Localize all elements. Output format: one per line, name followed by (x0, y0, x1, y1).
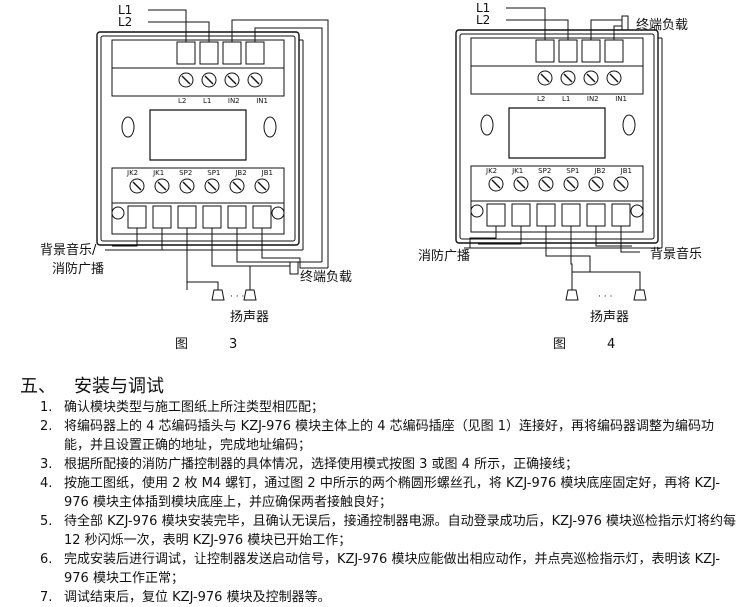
fig3-bottom-terminal-labels: JK2 JK1 SP2 SP1 JB2 JB1 (127, 169, 273, 177)
fig4-bg-music-label: 背景音乐 (650, 247, 703, 262)
terminal-label: L2 (537, 95, 546, 103)
fig4-l1-label: L1 (476, 1, 491, 15)
terminal-label: JB2 (594, 167, 606, 175)
terminal-label: JK1 (512, 167, 524, 175)
list-item: 1. 确认模块类型与施工图纸上所注类型相匹配； (40, 398, 740, 417)
terminal-label: SP2 (179, 169, 193, 177)
step-text: 确认模块类型与施工图纸上所注类型相匹配； (64, 400, 325, 415)
terminal-label: JB1 (261, 169, 273, 177)
fig4-speaker-dots: · · · (598, 292, 613, 302)
fig4-speaker-label: 扬声器 (590, 310, 630, 325)
fig3-l1-label: L1 (118, 3, 133, 17)
step-text: 按施工图纸，使用 2 枚 M4 螺钉，通过图 2 中所示的两个椭圆形螺丝孔，将 … (64, 476, 721, 510)
figure-4-wiring-diagram (455, 7, 663, 301)
list-item: 4. 按施工图纸，使用 2 枚 M4 螺钉，通过图 2 中所示的两个椭圆形螺丝孔，… (40, 474, 740, 512)
step-text: 待全部 KZJ-976 模块安装完毕，且确认无误后，接通控制器电源。自动登录成功… (64, 514, 737, 548)
list-item: 7. 调试结束后，复位 KZJ-976 模块及控制器等。 (40, 588, 740, 607)
terminal-label: JB1 (620, 167, 632, 175)
section-number: 五、 (20, 376, 56, 397)
terminal-label: L1 (561, 95, 571, 103)
step-number: 4. (40, 476, 53, 491)
fig3-speaker-dots: · · · (230, 292, 245, 302)
fig4-l2-label: L2 (476, 13, 491, 27)
fig4-caption: 图 4 (553, 337, 630, 352)
step-number: 7. (40, 590, 53, 605)
step-number: 5. (40, 514, 53, 529)
step-number: 1. (40, 400, 53, 415)
list-item: 3. 根据所配接的消防广播控制器的具体情况，选择使用模式按图 3 或图 4 所示，… (40, 455, 740, 474)
step-text: 根据所配接的消防广播控制器的具体情况，选择使用模式按图 3 或图 4 所示，正确… (64, 457, 579, 472)
step-text: 完成安装后进行调试，让控制器发送启动信号，KZJ-976 模块应能做出相应动作，… (64, 552, 721, 586)
terminal-label: IN1 (256, 97, 268, 105)
terminal-label: SP2 (538, 167, 552, 175)
terminal-label: JK1 (153, 169, 165, 177)
list-item: 5. 待全部 KZJ-976 模块安装完毕，且确认无误后，接通控制器电源。自动登录… (40, 512, 740, 550)
terminal-label: IN2 (227, 97, 240, 105)
fig3-caption: 图 3 (175, 337, 252, 352)
fig3-l2-label: L2 (118, 15, 133, 29)
section-title: 安装与调试 (74, 376, 164, 397)
fig4-bottom-terminal-labels: JK2 JK1 SP2 SP1 JB2 JB1 (486, 167, 632, 175)
terminal-label: IN1 (615, 95, 627, 103)
terminal-label: SP1 (566, 167, 580, 175)
terminal-label: JB2 (235, 169, 247, 177)
list-item: 6. 完成安装后进行调试，让控制器发送启动信号，KZJ-976 模块应能做出相应动… (40, 550, 740, 588)
section-heading: 五、安装与调试 (20, 372, 164, 398)
fig3-speaker-label: 扬声器 (230, 310, 270, 325)
list-item: 2. 将编码器上的 4 芯编码插头与 KZJ-976 模块主体上的 4 芯编码插座… (40, 417, 740, 455)
step-text: 调试结束后，复位 KZJ-976 模块及控制器等。 (64, 590, 331, 605)
step-number: 6. (40, 552, 53, 567)
fig3-top-terminal-labels: L2 L1 IN2 IN1 (178, 97, 268, 105)
terminal-label: JK2 (127, 169, 139, 177)
step-number: 3. (40, 457, 53, 472)
fig4-terminal-load-label: 终端负载 (636, 18, 689, 33)
fig4-top-terminal-labels: L2 L1 IN2 IN1 (537, 95, 627, 103)
fig3-bg-music-label: 背景音乐/ (40, 243, 97, 258)
terminal-label: JK2 (486, 167, 498, 175)
terminal-label: SP1 (207, 169, 221, 177)
fig3-fire-broadcast-label: 消防广播 (52, 262, 105, 277)
install-steps-list: 1. 确认模块类型与施工图纸上所注类型相匹配； 2. 将编码器上的 4 芯编码插头与… (40, 398, 740, 607)
step-text: 将编码器上的 4 芯编码插头与 KZJ-976 模块主体上的 4 芯编码插座（见… (64, 419, 715, 453)
fig4-fire-broadcast-label: 消防广播 (418, 249, 471, 264)
figure-3-wiring-diagram (96, 9, 329, 301)
terminal-label: L1 (202, 97, 212, 105)
terminal-label: L2 (178, 97, 187, 105)
fig3-terminal-load-label: 终端负载 (300, 270, 353, 285)
terminal-label: IN2 (586, 95, 599, 103)
step-number: 2. (40, 419, 53, 434)
